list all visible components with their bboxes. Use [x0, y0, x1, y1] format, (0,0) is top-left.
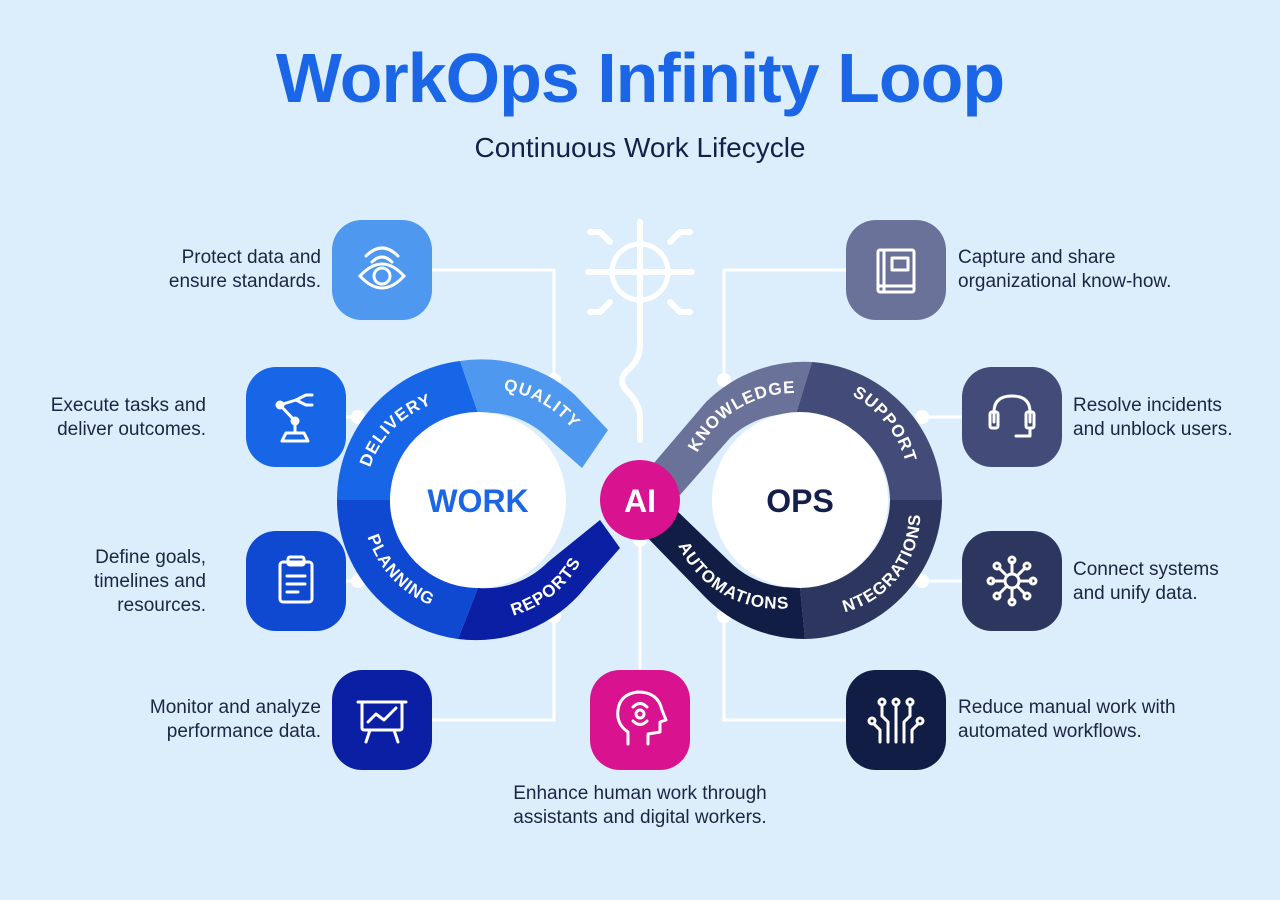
eye-icon-tile [332, 220, 432, 320]
description-support: Resolve incidents and unblock users. [1073, 395, 1233, 440]
description-automations: Reduce manual work with automated workfl… [958, 697, 1176, 742]
description-knowledge: Capture and share organizational know-ho… [958, 247, 1172, 292]
work-hub-disc [390, 412, 566, 588]
ai-head-icon [616, 690, 668, 746]
book-icon-tile [846, 220, 946, 320]
segment-integrations [800, 500, 942, 639]
robot-arm-icon [275, 393, 314, 443]
clipboard-icon-tile [246, 531, 346, 631]
segment-planning [336, 500, 478, 639]
presentation-chart-icon [356, 700, 408, 744]
robot-arm-icon-tile [246, 367, 346, 467]
ai-hub [600, 460, 680, 540]
headset-icon [988, 394, 1036, 438]
ai-head-icon-tile [590, 670, 690, 770]
presentation-chart-icon-tile [332, 670, 432, 770]
segment-automations [640, 506, 805, 639]
segment-support [796, 362, 942, 500]
network-hub-icon-tile [962, 531, 1062, 631]
network-hub-icon [986, 555, 1038, 607]
segment-delivery [337, 361, 478, 500]
ops-hub-disc [712, 412, 888, 588]
book-icon [876, 248, 916, 294]
segment-knowledge [648, 361, 812, 495]
ops-loop [640, 361, 942, 639]
circuit-sun-icon [585, 219, 695, 443]
eye-icon [357, 246, 407, 290]
circuit-icon-tile [846, 670, 946, 770]
work-hub-label: WORK [427, 483, 528, 519]
page-subtitle: Continuous Work Lifecycle [474, 132, 806, 163]
description-ai: Enhance human work through assistants an… [513, 783, 767, 828]
segment-reports [458, 520, 620, 641]
description-integrations: Connect systems and unify data. [1073, 559, 1219, 604]
page-title: WorkOps Infinity Loop [275, 39, 1005, 117]
clipboard-icon [278, 555, 314, 604]
description-reports: Monitor and analyze performance data. [149, 697, 321, 742]
ops-hub-label: OPS [766, 483, 834, 519]
circuit-icon [867, 697, 925, 744]
work-loop [336, 359, 620, 641]
segment-quality [460, 359, 608, 468]
description-delivery: Execute tasks and deliver outcomes. [50, 395, 206, 440]
description-quality: Protect data and ensure standards. [168, 247, 321, 292]
description-planning: Define goals, timelines and resources. [94, 547, 206, 616]
headset-icon-tile [962, 367, 1062, 467]
ai-hub-label: AI [624, 483, 656, 519]
